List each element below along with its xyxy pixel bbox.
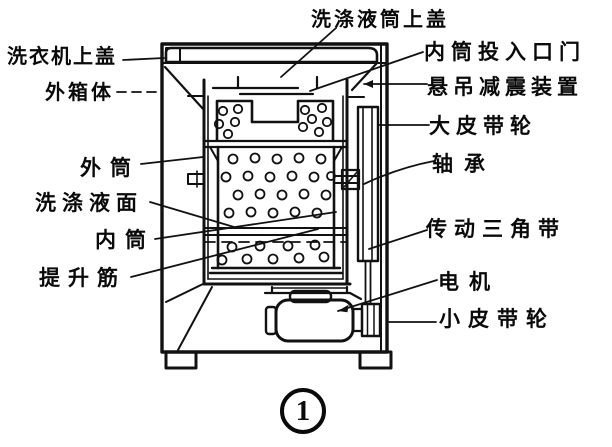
axle-left [187,170,205,188]
label-washtub-top-cover: 洗涤液筒上盖 [311,9,449,31]
label-inner-drum: 内筒 [95,229,155,252]
motor-bracket [263,285,363,301]
motor-body [264,289,364,343]
leader-drive-v-belt [368,229,428,250]
label-machine-top-cover: 洗衣机上盖 [7,46,117,68]
label-outer-cabinet: 外箱体 [45,82,114,104]
drive-belt [364,260,372,305]
leader-washtub-top-cover [280,27,337,78]
inner-drum-body [208,145,344,275]
suspension-rod-left [163,65,206,112]
label-small-pulley: 小皮带轮 [439,308,555,331]
drum-top-band [202,139,349,149]
leader-liquid-level [149,201,235,228]
leader-inner-drum-door [309,51,424,92]
label-wash-liquid-level: 洗涤液面 [35,192,143,215]
leader-motor [337,279,438,312]
tub-top-cover [211,75,319,96]
leader-outer-tub [140,156,204,165]
drum-holes [213,102,336,266]
floor-lines [165,283,213,351]
leader-bearing [363,160,435,185]
leader-lines [116,27,438,323]
leader-machine-top-cover [122,57,165,61]
label-motor: 电机 [438,271,500,294]
figure-number-badge: 1 [280,388,326,434]
label-suspension-damper: 悬吊减震装置 [427,76,583,99]
big-pulley [356,105,380,263]
leader-inner-drum [154,211,337,240]
suspension-rod-right [350,61,379,92]
label-inner-drum-door: 内筒投入口门 [424,41,586,64]
label-lifter-rib: 提升筋 [39,267,126,290]
label-big-pulley: 大皮带轮 [429,115,537,138]
label-bearing: 轴承 [432,153,496,176]
leader-arrowheads [338,80,373,313]
leader-lifter-rib [130,228,319,278]
machine-top-lid [164,46,379,64]
drum-balance-ring [215,99,335,142]
label-drive-v-belt: 传动三角带 [426,218,566,241]
label-outer-tub: 外筒 [80,157,140,180]
machine-feet [164,350,393,370]
small-pulley [360,302,382,338]
